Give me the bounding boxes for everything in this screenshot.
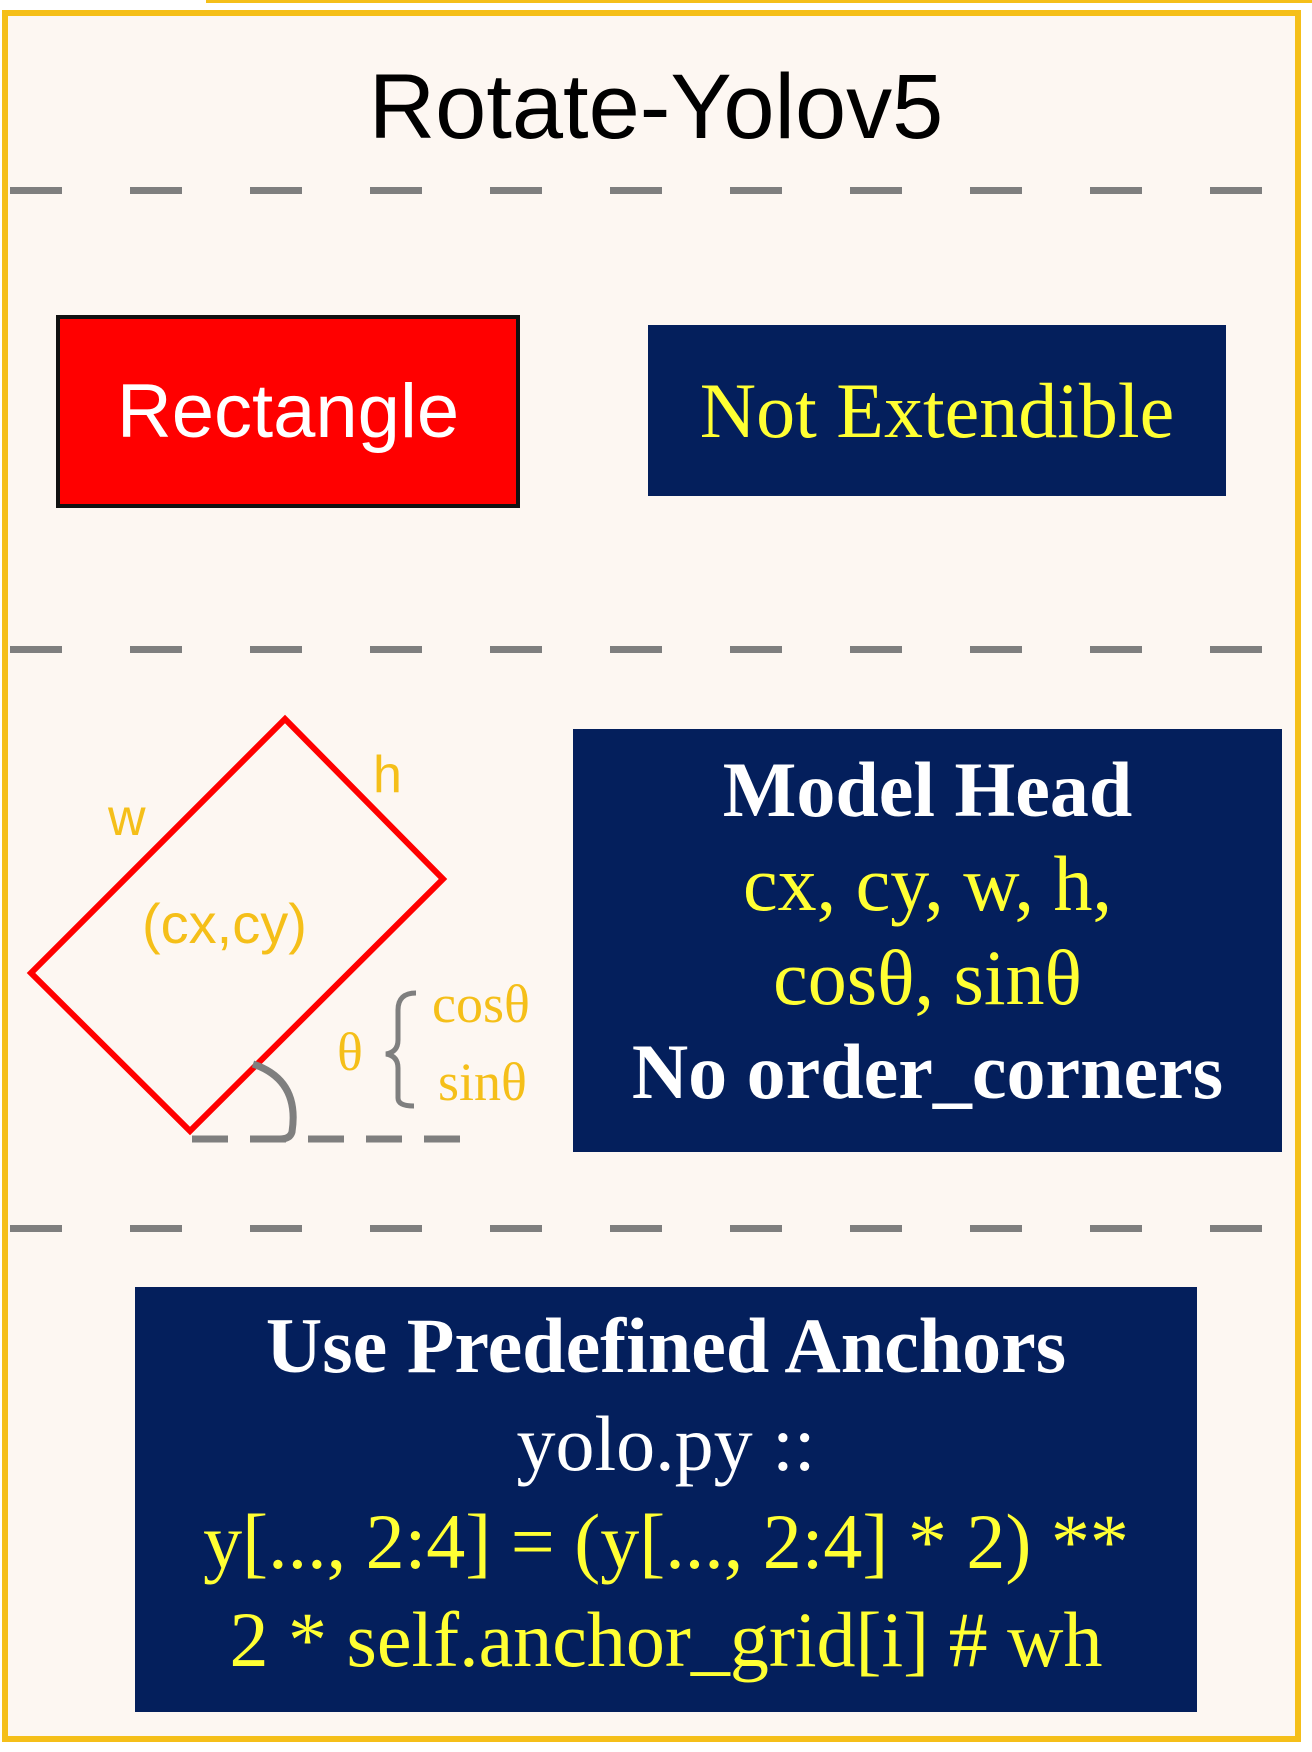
cos-label: cosθ — [432, 974, 530, 1034]
section-divider-2 — [10, 646, 1298, 653]
not-extendible-label: Not Extendible — [699, 366, 1175, 454]
h-label: h — [373, 746, 402, 804]
section-divider-3 — [10, 1225, 1298, 1232]
model-head-box: Model Head cx, cy, w, h, cosθ, sinθ No o… — [573, 729, 1282, 1152]
anchors-file-label: yolo.py :: — [516, 1400, 816, 1487]
center-label: (cx,cy) — [142, 892, 307, 955]
top-accent-line — [206, 0, 1312, 3]
model-head-outputs-line1: cx, cy, w, h, — [743, 840, 1112, 927]
sin-label: sinθ — [438, 1052, 527, 1112]
model-head-outputs-line2: cosθ, sinθ — [773, 934, 1082, 1021]
brace-icon — [385, 990, 417, 1109]
anchors-box: Use Predefined Anchors yolo.py :: y[...,… — [135, 1287, 1197, 1712]
anchors-code-line1: y[..., 2:4] = (y[..., 2:4] * 2) ** — [203, 1498, 1129, 1585]
rectangle-label: Rectangle — [116, 369, 460, 454]
angle-arc — [251, 1060, 297, 1143]
theta-label: θ — [337, 1022, 363, 1082]
not-extendible-box: Not Extendible — [648, 325, 1226, 496]
model-head-heading: Model Head — [722, 746, 1133, 833]
diagram-title: Rotate-Yolov5 — [368, 56, 944, 158]
section-divider-1 — [10, 187, 1298, 194]
anchors-code-line2: 2 * self.anchor_grid[i] # wh — [229, 1596, 1103, 1683]
w-label: w — [107, 789, 146, 847]
rectangle-label-box: Rectangle — [56, 315, 520, 508]
anchors-heading: Use Predefined Anchors — [265, 1302, 1067, 1389]
model-head-note: No order_corners — [631, 1028, 1224, 1115]
rotated-bounding-box — [26, 714, 448, 1136]
rotated-box-diagram: w h (cx,cy) θ cosθ sinθ — [26, 714, 530, 1143]
